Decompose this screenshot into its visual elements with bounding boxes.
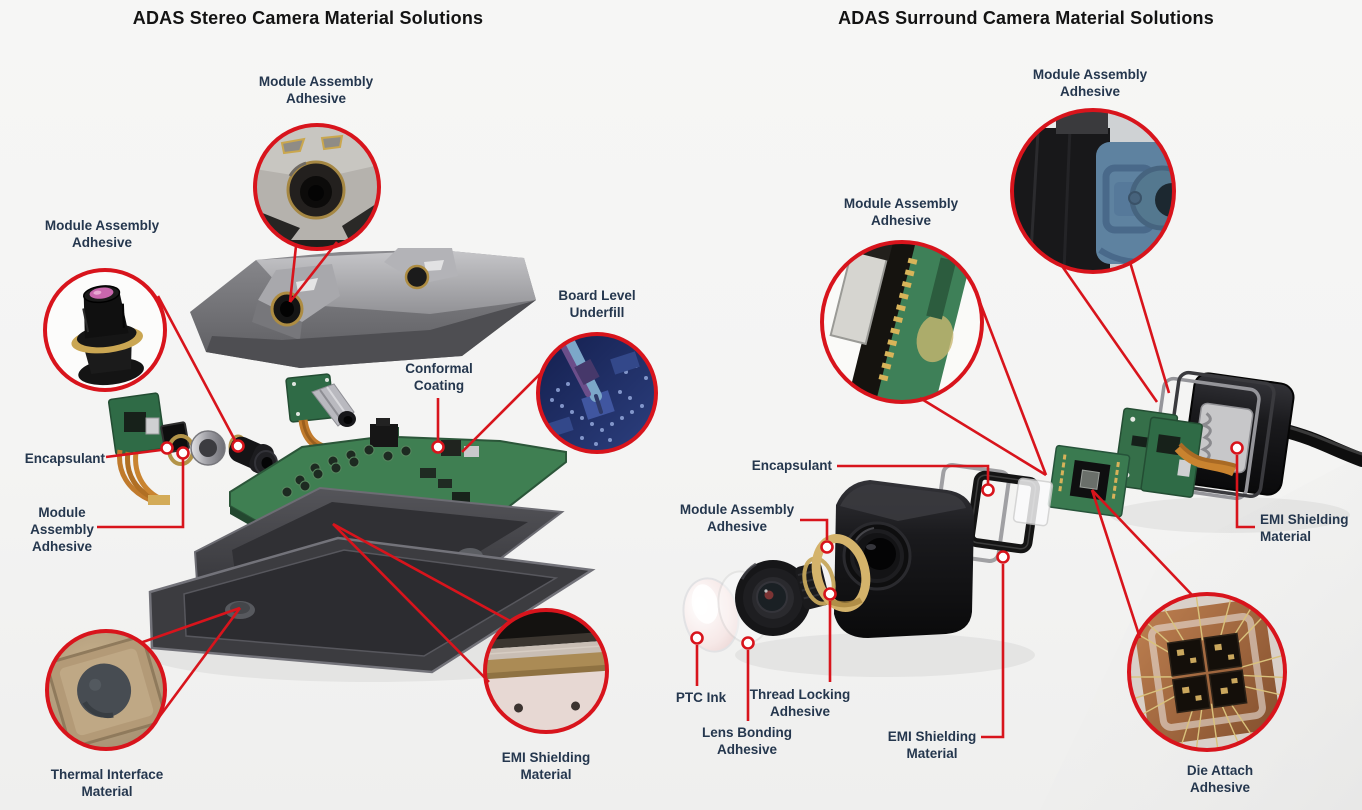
stereo-camera-exploded-view [107,248,596,674]
label-thread-locking-adhesive: Thread Locking Adhesive [749,687,851,719]
label-surround-encapsulant: Encapsulant [751,458,832,473]
stereo-mounting-bracket [190,248,536,368]
label-surround-module-assembly-adhesive-left: Module Assembly Adhesive [843,196,959,228]
stereo-camera-module-a [107,392,278,505]
surround-camera-exploded-view [682,370,1362,653]
label-die-attach-adhesive: Die Attach Adhesive [1186,763,1254,795]
label-surround-module-assembly-adhesive-top: Module Assembly Adhesive [1032,67,1148,99]
label-stereo-encapsulant: Encapsulant [24,451,105,466]
label-ptc-ink: PTC Ink [675,690,727,705]
stereo-callout-thermal-macro [47,631,165,749]
label-stereo-module-assembly-adhesive-lower: Module Assembly Adhesive [30,505,94,554]
callout-circle-outlines [43,108,1287,752]
label-lens-bonding-adhesive: Lens Bonding Adhesive [702,725,792,757]
label-stereo-emi-shielding-material: EMI Shielding Material [501,750,591,782]
label-surround-emi-shielding-material-center: EMI Shielding Material [887,729,977,761]
surround-callout-pcb-connector-macro [822,242,982,402]
surround-camera-cube [834,480,974,638]
leader-lines [97,241,1255,739]
label-stereo-module-assembly-adhesive-top: Module Assembly Adhesive [258,74,374,106]
stereo-housing-trays [148,486,596,674]
stereo-callout-underfill-macro [538,334,656,452]
surround-lens-stack [682,534,871,653]
leader-point-markers [160,439,1244,650]
stereo-panel-title: ADAS Stereo Camera Material Solutions [132,8,484,28]
label-surround-module-assembly-adhesive-lens: Module Assembly Adhesive [679,502,795,534]
stereo-callout-lens-macro [45,270,165,390]
surround-sensor-pcb [1047,444,1131,518]
label-board-level-underfill: Board Level Underfill [558,288,636,320]
surround-gasket-and-seal [931,463,1054,563]
surround-panel-title: ADAS Surround Camera Material Solutions [838,8,1214,28]
surround-rear-camera-assembly [1113,370,1362,501]
label-surround-emi-shielding-material-right: EMI Shielding Material [1260,512,1349,544]
surround-callout-die-macro [1129,594,1285,750]
stereo-camera-module-b [285,373,356,458]
label-conformal-coating: Conformal Coating [405,361,473,393]
label-thermal-interface-material: Thermal Interface Material [50,767,164,799]
label-stereo-module-assembly-adhesive-left: Module Assembly Adhesive [44,218,160,250]
